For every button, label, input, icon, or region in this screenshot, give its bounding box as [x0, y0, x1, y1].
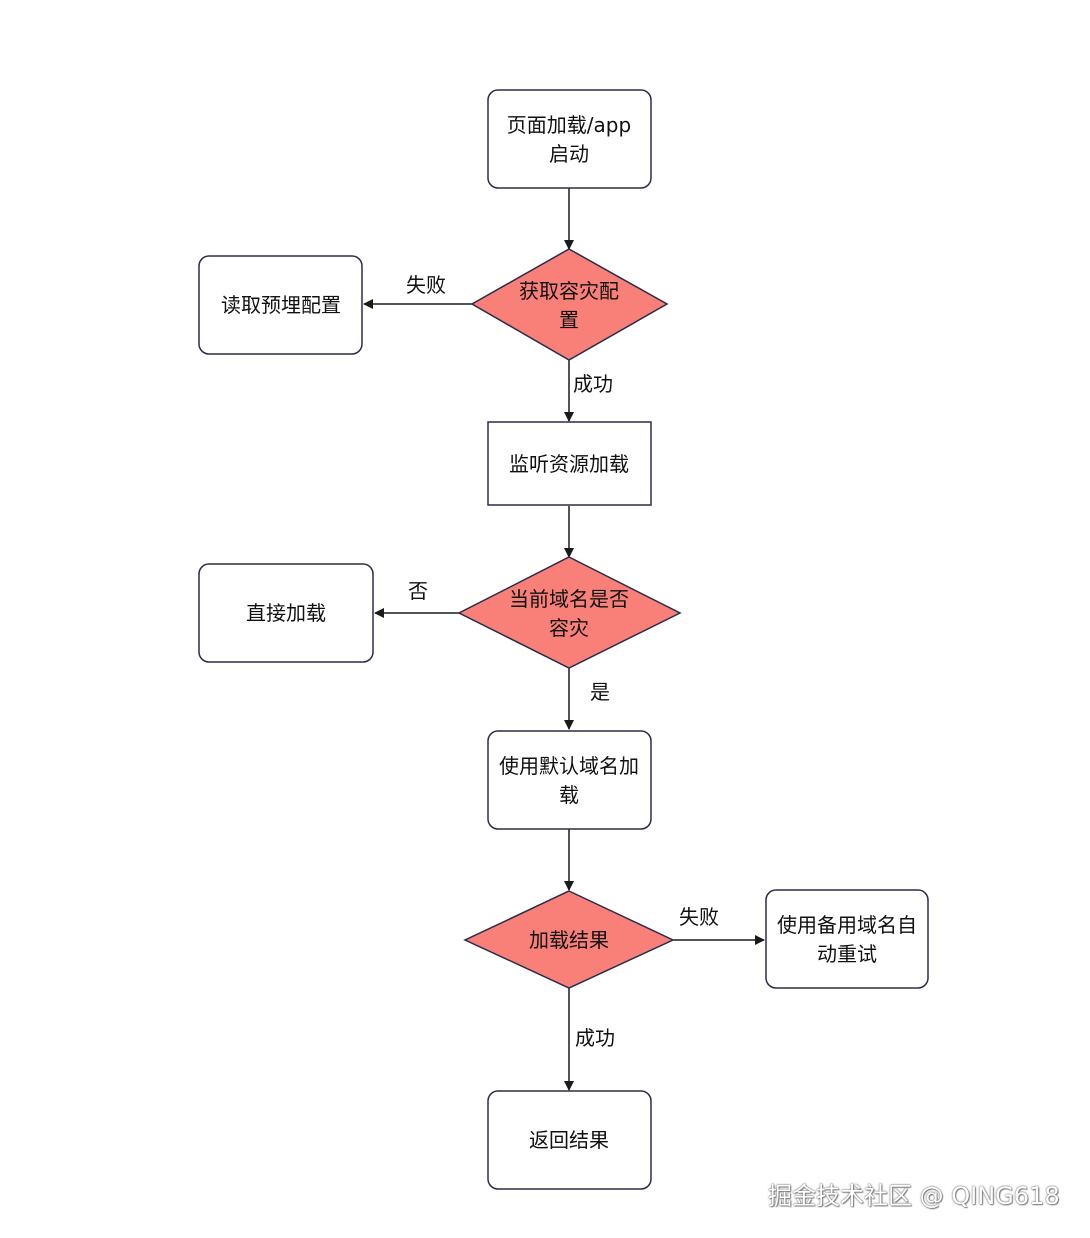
edge-label-load-fail: 失败	[679, 905, 719, 929]
node-listen-resource: 监听资源加载	[487, 421, 652, 506]
edge-label-config-fail: 失败	[406, 273, 446, 297]
decision-load-result-label: 加载结果	[529, 928, 609, 952]
node-direct-load-label: 直接加载	[246, 601, 326, 625]
node-retry-backup: 使用备用域名自 动重试	[765, 889, 929, 989]
node-retry-line-2: 动重试	[817, 942, 877, 966]
node-listen-resource-label: 监听资源加载	[509, 452, 629, 476]
node-default-line-2: 载	[559, 783, 579, 807]
decision-is-disaster-domain: 当前域名是否 容灾	[457, 556, 682, 669]
node-read-preset-label: 读取预埋配置	[221, 293, 341, 317]
node-read-preset: 读取预埋配置	[198, 255, 363, 355]
watermark: 掘金技术社区 @ QING618	[768, 1182, 1060, 1210]
node-return-result: 返回结果	[487, 1090, 652, 1190]
edge-label-domain-yes: 是	[590, 680, 610, 704]
decision-get-config-line-1: 获取容灾配	[519, 279, 619, 303]
decision-get-config-line-2: 置	[559, 308, 579, 332]
node-start-line-1: 页面加载/app	[507, 113, 631, 137]
node-start-line-2: 启动	[549, 142, 589, 166]
decision-domain-line-2: 容灾	[549, 616, 589, 640]
node-return-result-label: 返回结果	[529, 1128, 609, 1152]
edge-label-domain-no: 否	[408, 579, 428, 603]
decision-get-config: 获取容灾配 置	[470, 248, 669, 361]
edges	[363, 188, 765, 1091]
node-direct-load: 直接加载	[198, 563, 374, 663]
decision-domain-line-1: 当前域名是否	[509, 587, 629, 611]
node-default-line-1: 使用默认域名加	[499, 754, 639, 778]
node-use-default-domain: 使用默认域名加 载	[487, 730, 652, 830]
node-start: 页面加载/app 启动	[487, 89, 652, 189]
edge-label-config-success: 成功	[573, 372, 613, 396]
edge-label-load-success: 成功	[575, 1026, 615, 1050]
decision-load-result: 加载结果	[463, 890, 675, 989]
node-retry-line-1: 使用备用域名自	[777, 913, 917, 937]
